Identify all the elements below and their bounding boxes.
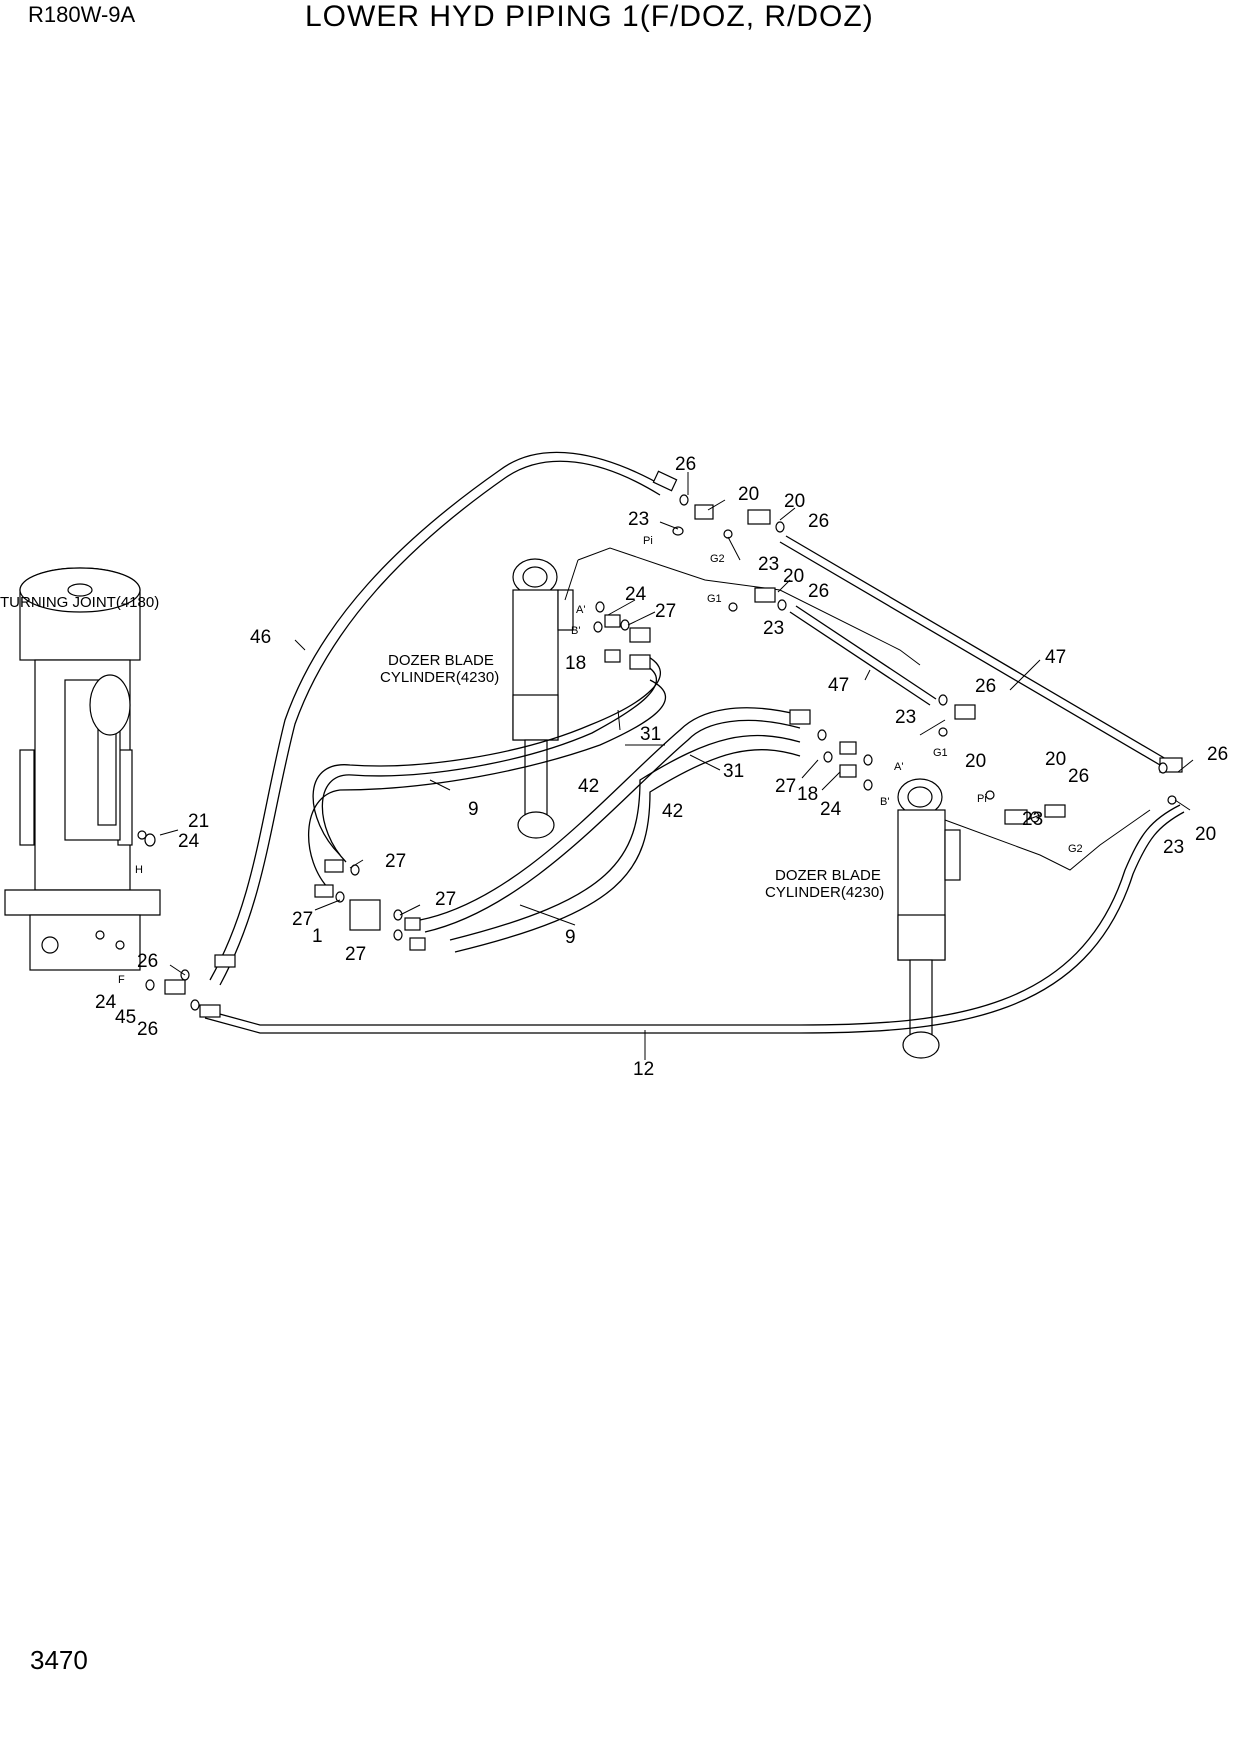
port-label: B' xyxy=(880,796,889,808)
port-label: G2 xyxy=(1068,843,1083,855)
callout-label: 20 xyxy=(1195,824,1216,845)
callout-label: 27 xyxy=(435,889,456,910)
port-label: F xyxy=(118,974,125,986)
callout-label: 46 xyxy=(250,627,271,648)
leader-lines xyxy=(159,472,1194,1060)
callout-label: 26 xyxy=(675,454,696,475)
turning-joint xyxy=(4,567,161,971)
port-label: G2 xyxy=(710,553,725,565)
callout-label: 26 xyxy=(1207,744,1228,765)
callout-label: 26 xyxy=(137,1019,158,1040)
port-label: A' xyxy=(576,604,585,616)
callout-label: 20 xyxy=(1045,749,1066,770)
callout-label: 31 xyxy=(723,761,744,782)
callout-label: 24 xyxy=(625,584,647,605)
callout-label: 24 xyxy=(178,831,200,852)
callout-label: 27 xyxy=(385,851,406,872)
fittings xyxy=(137,470,1183,1018)
callout-label: 27 xyxy=(775,776,796,797)
callout-label: 42 xyxy=(578,776,599,797)
port-label: Pi xyxy=(977,793,987,805)
port-label: B' xyxy=(571,625,580,637)
callout-label: 23 xyxy=(895,707,916,728)
callout-label: 26 xyxy=(1068,766,1089,787)
callout-label: 9 xyxy=(468,799,479,820)
callout-label: 27 xyxy=(292,909,313,930)
dozer-cylinder-bottom xyxy=(897,778,961,1059)
callout-label: 26 xyxy=(808,581,829,602)
callout-label: 23 xyxy=(1163,837,1184,858)
callout-label: 20 xyxy=(965,751,986,772)
dozer-cylinder-bottom-label-1: DOZER BLADE xyxy=(775,867,881,884)
port-label: A' xyxy=(894,761,903,773)
callout-label: 26 xyxy=(137,951,158,972)
callout-label: 9 xyxy=(565,927,576,948)
dozer-cylinder-top-label-1: DOZER BLADE xyxy=(388,652,494,669)
callout-label: 27 xyxy=(345,944,366,965)
dozer-cylinder-bottom-label-2: CYLINDER(4230) xyxy=(765,884,884,901)
port-label: G1 xyxy=(707,593,722,605)
hoses xyxy=(204,451,1185,1034)
callout-label: 26 xyxy=(975,676,996,697)
callout-label: 47 xyxy=(828,675,849,696)
callout-label: 1 xyxy=(312,926,323,947)
turning-joint-label: TURNING JOINT(4180) xyxy=(0,594,159,611)
callout-label: 24 xyxy=(95,992,117,1013)
port-label: G1 xyxy=(933,747,948,759)
page-number: 3470 xyxy=(30,1645,88,1675)
port-label: Pi xyxy=(643,535,653,547)
diagram-title: LOWER HYD PIPING 1(F/DOZ, R/DOZ) xyxy=(305,0,874,33)
callout-label: 26 xyxy=(808,511,829,532)
callout-label: 45 xyxy=(115,1007,136,1028)
callout-label: 20 xyxy=(784,491,805,512)
callout-label: 12 xyxy=(633,1059,654,1080)
callout-label: 18 xyxy=(565,653,586,674)
model-number: R180W-9A xyxy=(28,2,136,27)
callout-label: 23 xyxy=(628,509,649,530)
callout-label: 27 xyxy=(655,601,676,622)
callout-label: 20 xyxy=(783,566,804,587)
callout-label: 21 xyxy=(188,811,209,832)
dozer-cylinder-top-label-2: CYLINDER(4230) xyxy=(380,669,499,686)
callout-label: 20 xyxy=(738,484,759,505)
callout-label: 47 xyxy=(1045,647,1066,668)
callout-label: 23 xyxy=(763,618,784,639)
port-label: H xyxy=(135,864,143,876)
callout-label: 42 xyxy=(662,801,683,822)
dozer-cylinder-top xyxy=(512,558,574,839)
part-callouts: 26 20 20 26 23 23 20 26 24 27 23 18 46 4… xyxy=(95,454,1228,1080)
callout-label: 31 xyxy=(640,724,661,745)
callout-label: 18 xyxy=(797,784,818,805)
callout-label: 23 xyxy=(758,554,779,575)
callout-label: 23 xyxy=(1022,809,1043,830)
callout-label: 24 xyxy=(820,799,842,820)
